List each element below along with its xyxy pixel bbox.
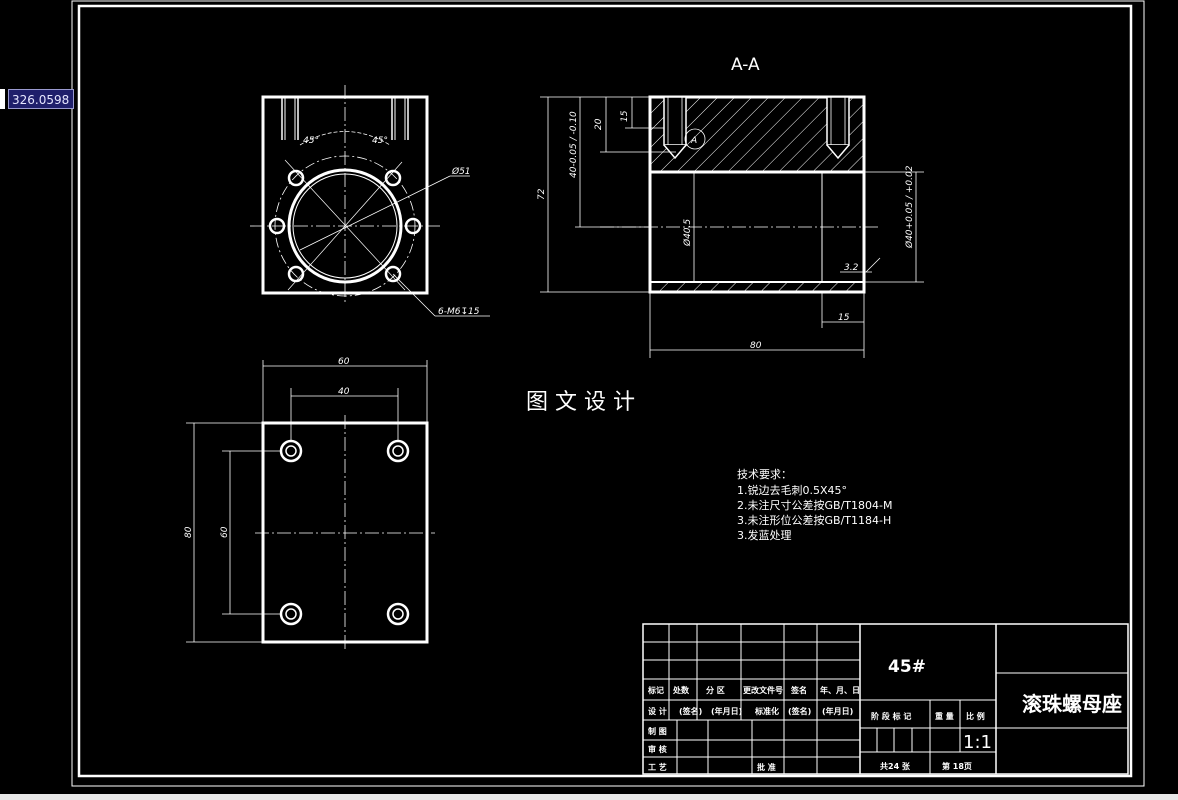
dim-angle-right: 45° xyxy=(372,136,388,146)
tb-total-sheets: 共24 张 xyxy=(880,761,911,771)
tb-scale-label: 比 例 xyxy=(966,711,985,721)
dim-80-bottom: 80 xyxy=(750,341,762,351)
dim-60-top: 60 xyxy=(338,357,350,367)
dim-72: 72 xyxy=(537,188,547,200)
dim-80-left: 80 xyxy=(184,526,194,538)
balloon-a: A xyxy=(690,136,697,146)
dim-d40: Ø40+0.05 / +0.02 xyxy=(904,165,915,249)
dim-60-left: 60 xyxy=(220,526,230,538)
tech-req-item-1: 1.锐边去毛刺0.5X45° xyxy=(737,483,847,497)
top-view xyxy=(186,360,435,650)
tech-req-item-2: 2.未注尺寸公差按GB/T1804-M xyxy=(737,498,892,512)
status-strip xyxy=(0,794,1178,800)
tb-scale: 1:1 xyxy=(963,732,992,753)
coord-marker xyxy=(0,89,5,109)
tb-row-shenhe: 审 核 xyxy=(648,744,667,754)
tb-header-6: 年、月、日 xyxy=(820,685,860,695)
section-label: A-A xyxy=(731,55,760,75)
front-view xyxy=(250,85,490,317)
watermark: 图 文 设 计 xyxy=(526,390,635,415)
tb-weight-label: 重 量 xyxy=(935,711,954,721)
tb-design-3: (年月日) xyxy=(711,706,742,716)
tech-requirements: 技术要求： 1.锐边去毛刺0.5X45° 2.未注尺寸公差按GB/T1804-M… xyxy=(737,468,892,542)
tb-part-name: 滚珠螺母座 xyxy=(1022,692,1122,716)
dim-d405: Ø40.5 xyxy=(682,219,693,247)
tech-req-title: 技术要求： xyxy=(737,468,792,481)
tb-header-2: 处数 xyxy=(672,685,690,695)
tb-header-1: 标记 xyxy=(647,685,664,695)
coordinate-readout[interactable]: 326.0598 xyxy=(8,89,74,109)
title-block-text: 标记 处数 分 区 更改文件号 签名 年、月、日 设 计 (签名) (年月日) … xyxy=(647,657,1122,772)
tb-design-6: (年月日) xyxy=(822,706,853,716)
tb-header-4: 更改文件号 xyxy=(743,685,783,695)
dim-40-top: 40 xyxy=(338,387,350,397)
tb-sheet-no: 第 18页 xyxy=(942,761,972,771)
tb-design-2: (签名) xyxy=(679,706,702,716)
outer-frame xyxy=(71,0,1145,787)
tb-design-1: 设 计 xyxy=(648,706,667,716)
tb-header-3: 分 区 xyxy=(706,685,725,695)
tb-design-5: (签名) xyxy=(788,706,811,716)
tech-req-item-3: 3.未注形位公差按GB/T1184-H xyxy=(737,513,891,527)
tb-row-gongyi: 工 艺 xyxy=(648,762,667,772)
tb-stage-label: 阶 段 标 记 xyxy=(871,711,911,721)
tb-header-5: 签名 xyxy=(790,685,807,695)
dim-15-bottom: 15 xyxy=(838,313,850,323)
inner-frame xyxy=(77,4,1133,778)
dim-20: 20 xyxy=(594,118,604,130)
tb-material: 45# xyxy=(888,657,926,677)
dim-15-top: 15 xyxy=(620,110,630,122)
tech-req-item-4: 3.发蓝处理 xyxy=(737,528,792,542)
tb-design-4: 标准化 xyxy=(754,706,779,716)
dim-thread: 6-M6↧15 xyxy=(438,307,480,317)
dim-3-2: 3.2 xyxy=(844,263,859,273)
title-block xyxy=(642,623,1129,775)
section-view xyxy=(540,95,924,358)
tb-row-zhitu: 制 图 xyxy=(648,726,667,736)
dim-40-tol: 40-0.05 / -0.10 xyxy=(569,111,579,178)
tb-approve: 批 准 xyxy=(757,762,776,772)
dim-angle-left: 45° xyxy=(303,136,319,146)
dim-d51: Ø51 xyxy=(451,166,471,177)
